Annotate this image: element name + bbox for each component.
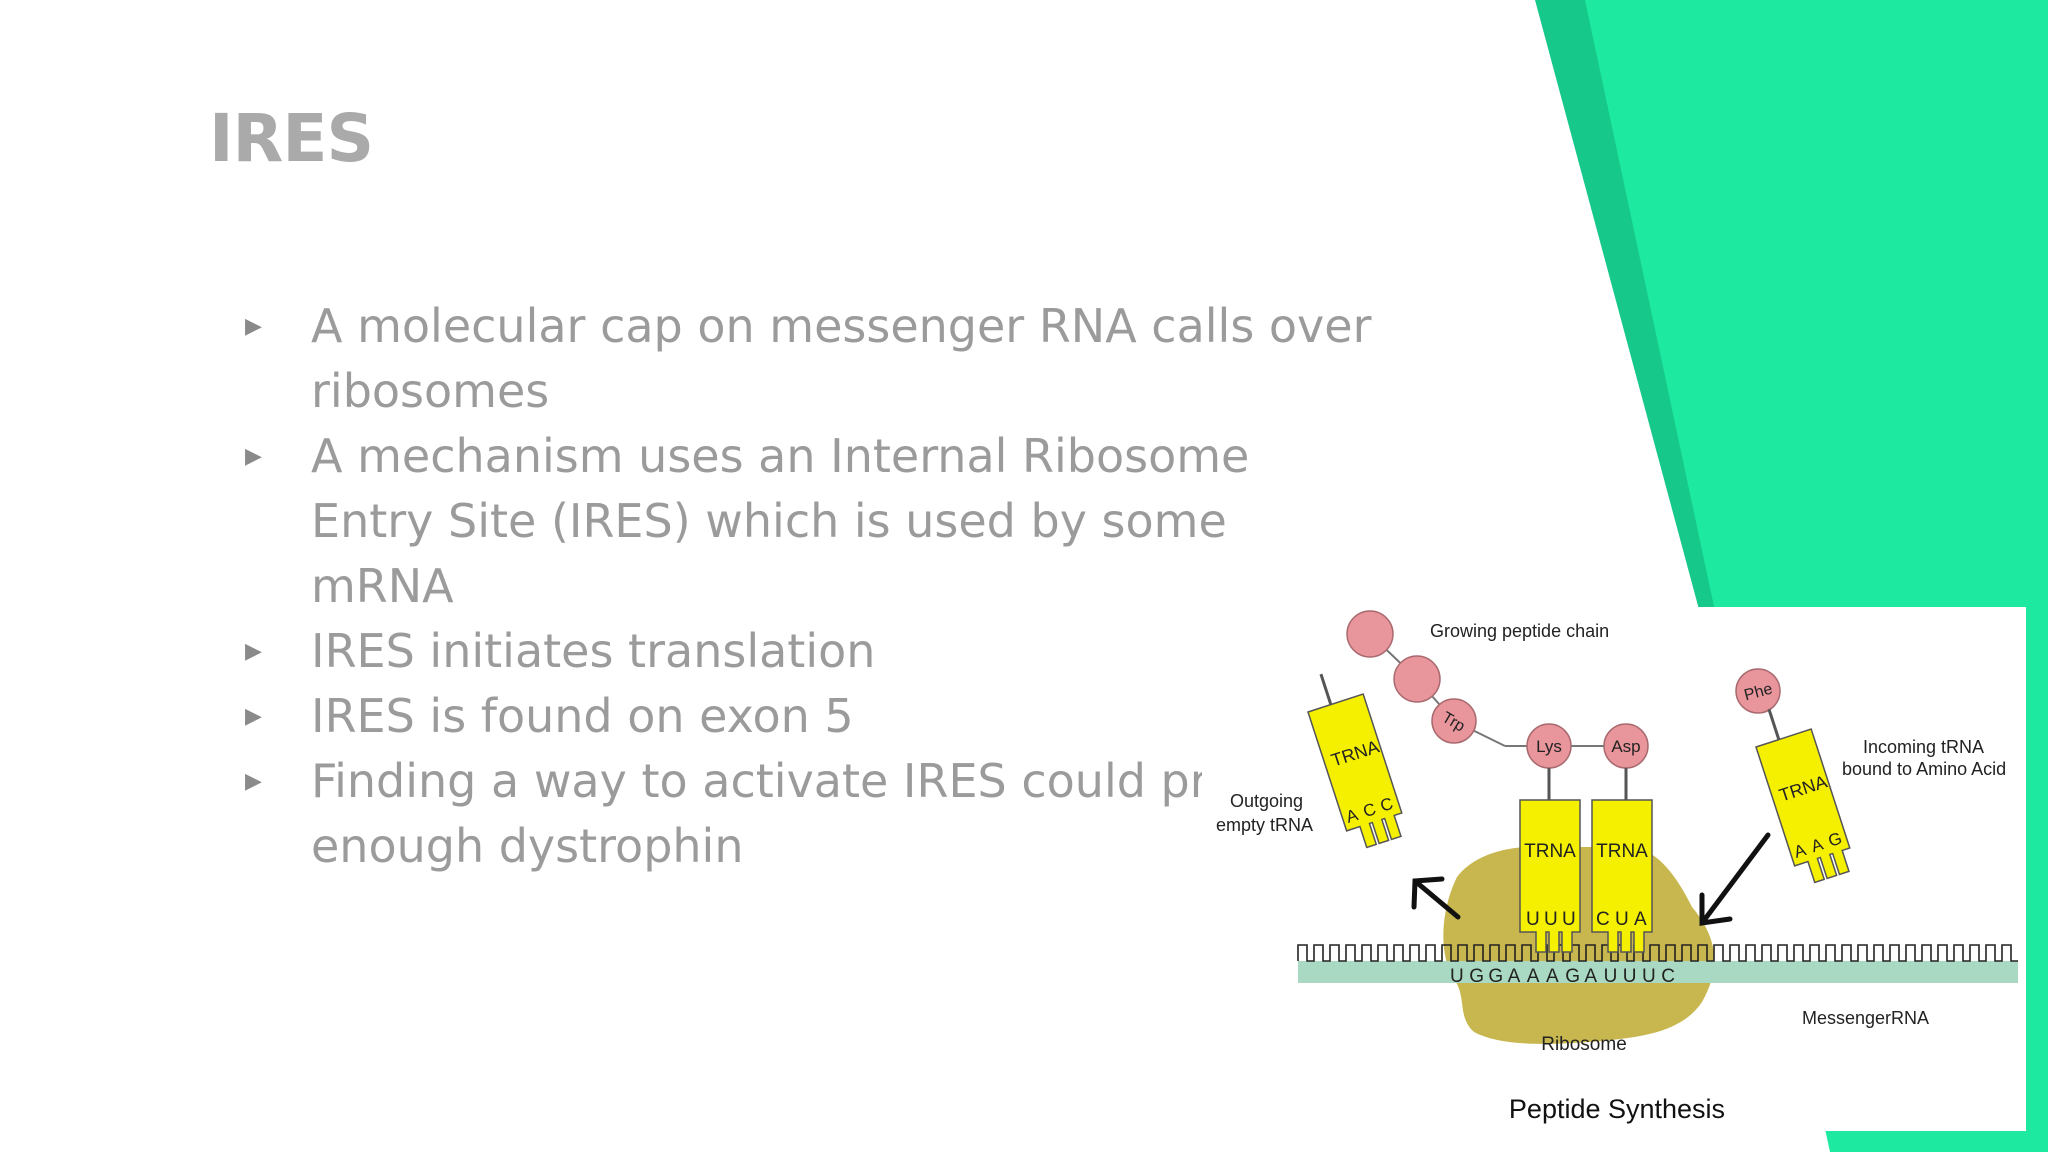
bullet-text: IRES initiates translation [311, 624, 876, 678]
figure-caption: Peptide Synthesis [1509, 1094, 1725, 1124]
triangle-right-icon: ▶ [245, 314, 262, 339]
svg-text:C: C [1378, 794, 1396, 816]
mrna-teeth [1297, 944, 2018, 962]
amino-acid-bead [1346, 610, 1394, 658]
outgoing-label-1: Outgoing [1230, 791, 1303, 811]
triangle-right-icon: ▶ [245, 444, 262, 469]
amino-asp-label: Asp [1611, 737, 1640, 756]
trna-site-1: TRNA U U U [1519, 799, 1581, 953]
triangle-right-icon: ▶ [245, 704, 262, 729]
svg-text:A: A [1634, 909, 1647, 930]
codon-letter: A [1508, 966, 1521, 987]
trna-label: TRNA [1596, 841, 1648, 862]
incoming-label-2: bound to Amino Acid [1842, 759, 2006, 779]
triangle-right-icon: ▶ [245, 769, 262, 794]
codon-letter: U [1450, 966, 1464, 987]
trna-label: TRNA [1524, 841, 1576, 862]
amino-acid-trp [1431, 698, 1477, 744]
outgoing-label-2: empty tRNA [1216, 815, 1313, 835]
arrow-in-icon [1699, 832, 1771, 926]
codon-letter: A [1584, 966, 1597, 987]
svg-text:G: G [1826, 829, 1844, 851]
bullet-text: A mechanism uses an Internal Ribosome En… [311, 429, 1250, 613]
svg-text:C: C [1596, 909, 1610, 930]
codon-letter: A [1546, 966, 1559, 987]
svg-text:U: U [1615, 909, 1629, 930]
bullet-item: ▶ Finding a way to activate IRES could pr… [243, 749, 1373, 879]
bullet-item: ▶ A molecular cap on messenger RNA calls … [243, 294, 1373, 424]
svg-text:U: U [1562, 909, 1576, 930]
growing-chain-label: Growing peptide chain [1430, 621, 1609, 641]
slide-title: IRES [209, 100, 374, 177]
codon-letter: A [1527, 966, 1540, 987]
amino-lys-label: Lys [1536, 737, 1562, 756]
codon-letter: U [1604, 966, 1618, 987]
outgoing-trna: TRNA A C C [1307, 673, 1403, 849]
bullet-text: IRES is found on exon 5 [311, 689, 854, 743]
codon-letter: U [1642, 966, 1656, 987]
bullet-text: A molecular cap on messenger RNA calls o… [311, 299, 1372, 418]
amino-acid-phe [1735, 668, 1781, 714]
codon-letter: C [1661, 966, 1675, 987]
diagram-canvas: Trp Lys Asp Growing peptide chain TRNA U… [1216, 610, 2018, 1124]
ribosome-label: Ribosome [1541, 1034, 1627, 1055]
svg-text:U: U [1544, 909, 1558, 930]
bullet-text: Finding a way to activate IRES could pro… [311, 754, 1348, 873]
codon-letter: G [1565, 966, 1580, 987]
incoming-trna: TRNA A A G [1755, 708, 1851, 884]
bullet-item: ▶ IRES is found on exon 5 [243, 684, 1373, 749]
codon-letter: U [1623, 966, 1637, 987]
arrow-out-icon [1411, 876, 1461, 920]
mrna-strand [1298, 961, 2018, 983]
triangle-right-icon: ▶ [245, 639, 262, 664]
svg-text:C: C [1361, 799, 1379, 821]
mrna-label: MessengerRNA [1802, 1008, 1929, 1028]
codon-letter: G [1488, 966, 1503, 987]
peptide-synthesis-diagram: Trp Lys Asp Growing peptide chain TRNA U… [1202, 607, 2026, 1131]
amino-acid-bead [1393, 655, 1441, 703]
amino-phe-label: Phe [1742, 681, 1774, 705]
bullet-item: ▶ A mechanism uses an Internal Ribosome E… [243, 424, 1373, 619]
incoming-label-1: Incoming tRNA [1863, 737, 1984, 757]
trna-site-2: TRNA C U A [1591, 799, 1653, 953]
svg-text:U: U [1526, 909, 1540, 930]
bullet-list: ▶ A molecular cap on messenger RNA calls … [243, 294, 1373, 879]
bullet-item: ▶ IRES initiates translation [243, 619, 1373, 684]
codon-letter: G [1469, 966, 1484, 987]
